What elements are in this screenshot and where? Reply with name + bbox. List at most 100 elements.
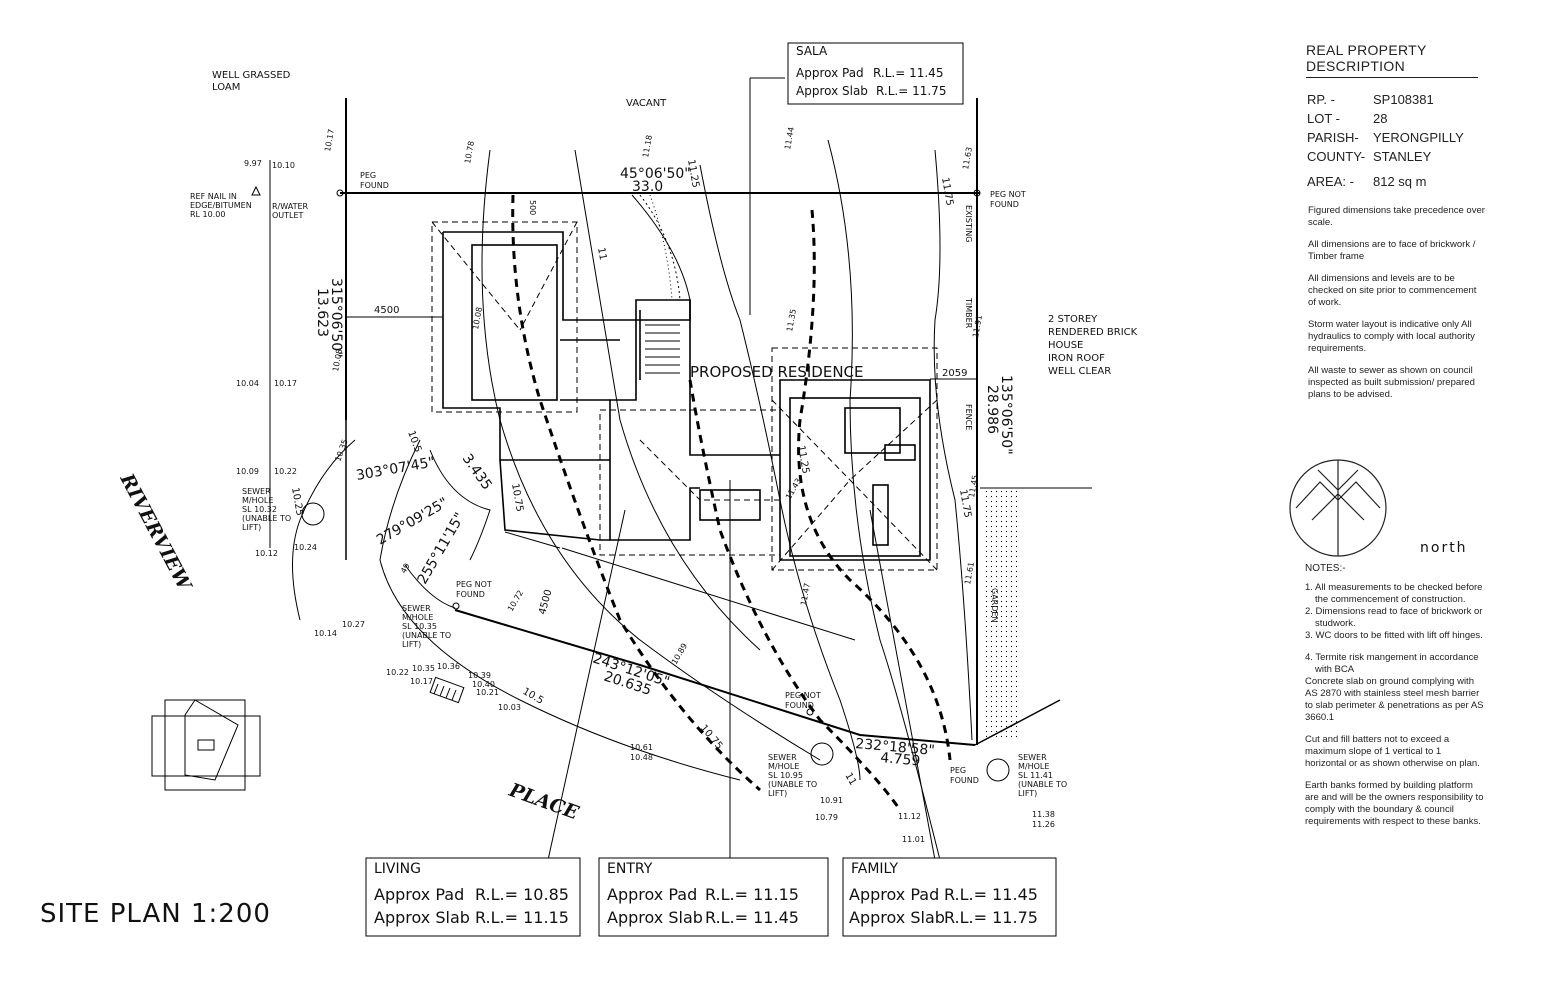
distance-br: 4.759 (880, 750, 921, 769)
lvl-12: 10.35 (412, 664, 435, 673)
north-arrow-spacer (1300, 411, 1536, 563)
bearing-br: 232°18'58" (855, 736, 936, 759)
pad-label-living: Approx Pad (374, 885, 464, 904)
row-key: PARISH- (1307, 130, 1359, 145)
pad-title-living: LIVING (374, 861, 421, 877)
label-timber: TIMBER (964, 297, 973, 329)
bearing-left: 315°06'50" (328, 278, 344, 358)
pad-rl-family: R.L.= 11.45 (944, 885, 1038, 904)
inline-9: 11.91 (971, 314, 984, 338)
spot-levels: 9.97 10.10 10.04 10.17 10.09 10.22 10.12… (236, 159, 1055, 844)
lvl-10: 10.27 (342, 620, 365, 629)
inline-3: 10.72 (506, 589, 525, 613)
row-value: YERONGPILLY (1373, 130, 1464, 145)
peg-marker (452, 602, 460, 610)
label-rwater-2: OUTLET (272, 211, 304, 220)
pad-label-entry: Approx Pad (607, 885, 697, 904)
label-neighbour-2: RENDERED BRICK (1048, 327, 1138, 338)
property-title: REAL PROPERTY DESCRIPTION (1306, 42, 1478, 78)
inline-8: 11.63 (961, 146, 974, 170)
extra-note: Concrete slab on ground complying with A… (1305, 676, 1484, 723)
label-peg-2: PEG (950, 766, 966, 775)
sewer-a-4: (UNABLE TO (242, 514, 291, 523)
frontage-arcs (404, 531, 856, 641)
property-row-county: COUNTY-STANLEY (1307, 149, 1536, 164)
setback-left: 4500 (374, 305, 399, 316)
pad-box-family: FAMILY Approx Pad R.L.= 11.45 Approx Sla… (842, 857, 1057, 937)
sewer-d-5: LIFT) (1018, 789, 1037, 798)
sewer-c-3: SL 10.95 (768, 771, 803, 780)
pad-label-family: Approx Pad (849, 885, 939, 904)
setback-right: 2059 (942, 368, 967, 379)
label-found-2: FOUND (990, 200, 1019, 209)
lvl-23: 11.12 (898, 812, 921, 821)
distance-right: 28.986 (984, 385, 1000, 434)
lvl-33b: 11.25 (795, 445, 811, 475)
slab-rl-living: R.L.= 11.15 (475, 908, 569, 927)
row-key: COUNTY- (1307, 149, 1366, 164)
lvl-19: 10.61 (630, 743, 653, 752)
general-note: Figured dimensions take precedence over … (1308, 205, 1485, 228)
distance-top: 33.0 (632, 179, 663, 195)
property-row-parish: PARISH- YERONGPILLY (1307, 130, 1536, 145)
label-peg-1: PEG (360, 171, 376, 180)
slab-label-sala: Approx Slab (796, 84, 868, 98)
pad-box-sala: SALA Approx Pad R.L.= 11.45 Approx Slab … (787, 42, 964, 105)
slab-label-family: Approx Slab (849, 908, 945, 927)
general-note: All dimensions and levels are to be chec… (1308, 273, 1477, 308)
lvl-26: 11.26 (1032, 820, 1055, 829)
inline-4: 10.89 (670, 642, 689, 666)
label-rwater-1: R/WATER (272, 202, 309, 211)
property-row-lot: LOT -28 (1307, 111, 1536, 126)
label-found-4: FOUND (785, 701, 814, 710)
slab-rl-entry: R.L.= 11.45 (705, 908, 799, 927)
street-name-place: PLACE (505, 779, 582, 825)
pad-rl-living: R.L.= 10.85 (475, 885, 569, 904)
sewer-a-3: SL 10.32 (242, 505, 277, 514)
lvl-29: 10.5 (521, 686, 546, 707)
lvl-32: 11 (595, 247, 608, 261)
sewer-b-5: LIFT) (402, 640, 421, 649)
lvl-28: 10.25 (289, 487, 305, 517)
label-ref-nail-3: RL 10.00 (190, 210, 225, 219)
sewer-b-2: M/HOLE (402, 613, 433, 622)
row-key: RP. - (1307, 92, 1335, 107)
distance-left: 13.623 (314, 288, 330, 337)
stair-detail (645, 324, 680, 374)
sewer-c-5: LIFT) (768, 789, 787, 798)
label-fence: FENCE (964, 404, 973, 430)
inline-7: 11.35 (785, 308, 798, 332)
sewer-d-2: M/HOLE (1018, 762, 1049, 771)
label-neighbour-5: WELL CLEAR (1048, 366, 1111, 377)
numbered-note: 2. Dimensions read to face of brickwork … (1305, 606, 1483, 629)
label-vacant: VACANT (626, 98, 667, 109)
sewer-c-2: M/HOLE (768, 762, 799, 771)
lvl-30: 10.75 (698, 723, 725, 752)
north-arrow-icon (1289, 459, 1387, 557)
drawing-title: SITE PLAN 1:200 (40, 899, 271, 929)
lvl-0: 9.97 (244, 159, 262, 168)
peg-marker-3 (973, 189, 981, 197)
numbered-note: 3. WC doors to be fitted with lift off h… (1305, 630, 1483, 641)
label-neighbour-1: 2 STOREY (1048, 314, 1098, 325)
distance-b3: 49 (399, 562, 412, 575)
lvl-5: 10.09 (236, 467, 259, 476)
sewer-b-3: SL 10.35 (402, 622, 437, 631)
batter-hatch (631, 194, 691, 301)
row-key: AREA: - (1307, 174, 1354, 189)
lvl-4: 10.17 (274, 379, 297, 388)
pad-rl-entry: R.L.= 11.15 (705, 885, 799, 904)
lvl-41: 11.75 (957, 489, 973, 519)
property-row-rp: RP. -SP108381 (1307, 92, 1536, 107)
bearing-b1: 303°07'45" (355, 454, 436, 484)
extra-notes: 4. Termite risk mangement in accordance … (1305, 652, 1485, 724)
general-note: All dimensions are to face of brickwork … (1308, 239, 1476, 262)
slab-rl-family: R.L.= 11.75 (944, 908, 1038, 927)
sewer-d-3: SL 11.41 (1018, 771, 1053, 780)
label-found-1: FOUND (360, 181, 389, 190)
extra-note: 4. Termite risk mangement in accordance … (1305, 652, 1479, 675)
label-ref-nail-2: EDGE/BITUMEN (190, 201, 252, 210)
general-note: Storm water layout is indicative only Al… (1308, 319, 1475, 354)
boundary-front (454, 609, 976, 746)
